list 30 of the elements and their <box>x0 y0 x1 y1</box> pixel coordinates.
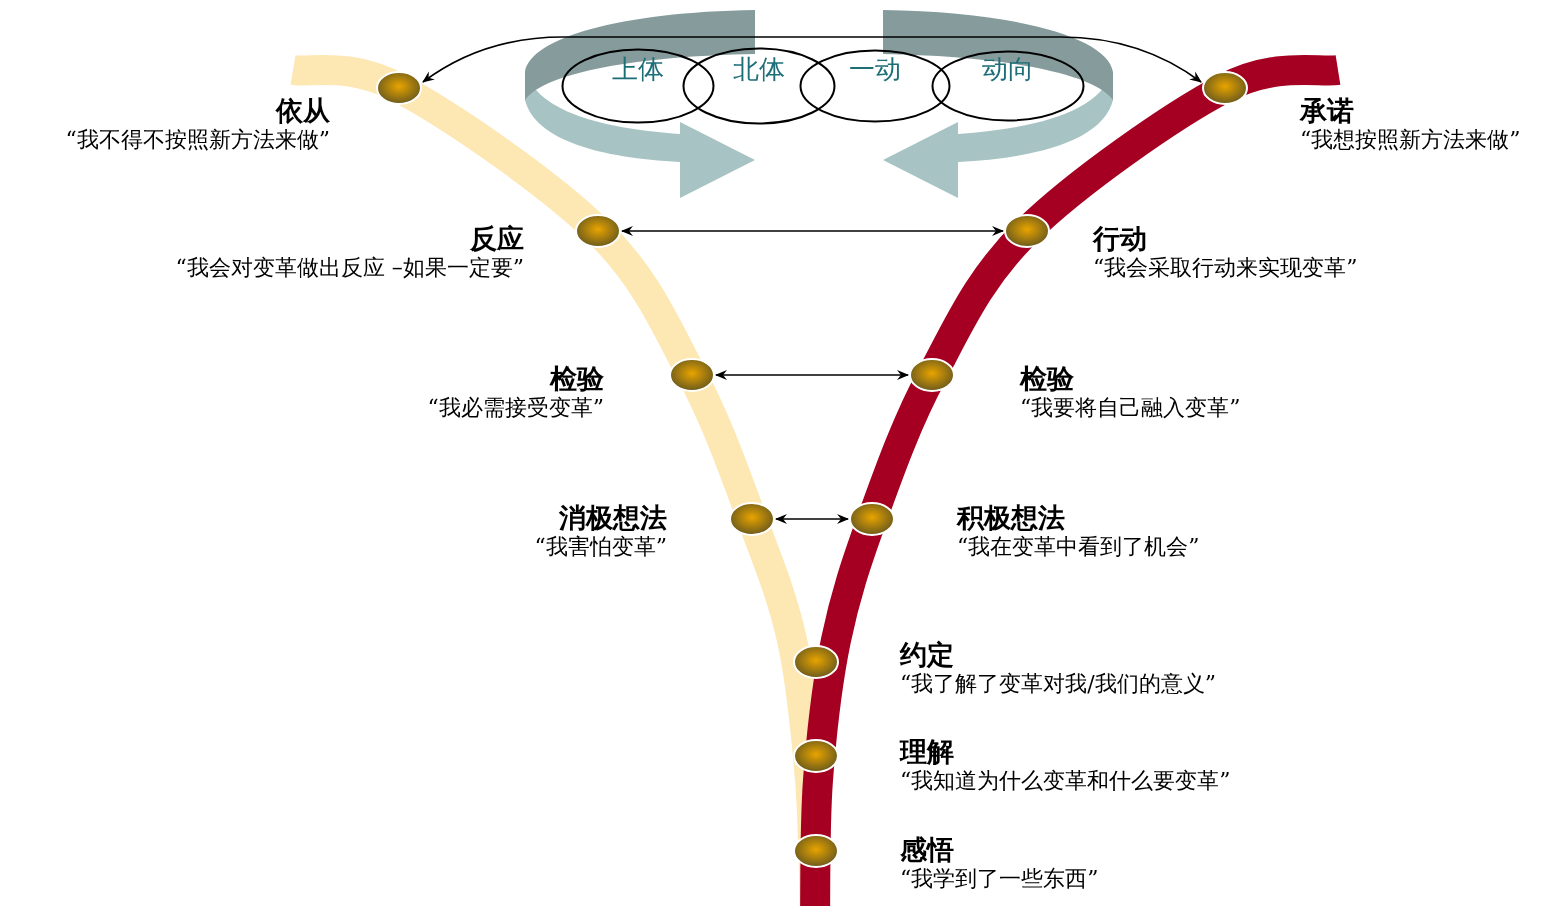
stage-title: 感悟 <box>900 835 954 865</box>
stage-title: 约定 <box>900 640 954 670</box>
stage-quote: “我必需接受变革” <box>427 395 604 421</box>
ellipse-label: 北体 <box>733 55 785 83</box>
ellipse-label: 上体 <box>612 55 664 83</box>
double-arrow <box>715 370 909 380</box>
stage-title: 行动 <box>1093 224 1147 254</box>
stage-quote: “我会采取行动来实现变革” <box>1093 255 1358 281</box>
double-arrow <box>422 36 1202 83</box>
stage-quote: “我在变革中看到了机会” <box>957 534 1200 560</box>
stage-title: 检验 <box>550 364 604 394</box>
stage-title: 依从 <box>276 96 330 126</box>
stage-quote: “我要将自己融入变革” <box>1020 395 1241 421</box>
stage-quote: “我想按照新方法来做” <box>1300 127 1521 153</box>
stage-quote: “我了解了变革对我/我们的意义” <box>900 671 1216 697</box>
stage-title: 理解 <box>900 737 954 767</box>
stage-quote: “我学到了一些东西” <box>900 866 1099 892</box>
stage-quote: “我不得不按照新方法来做” <box>65 127 330 153</box>
stage-title: 反应 <box>470 224 524 254</box>
stage-title: 检验 <box>1020 364 1074 394</box>
double-arrow <box>621 226 1004 236</box>
stage-title: 承诺 <box>1300 96 1354 126</box>
ellipse-label: 动向 <box>982 55 1034 83</box>
stage-quote: “我害怕变革” <box>534 534 667 560</box>
ellipse-label: 一动 <box>849 55 901 83</box>
stage-quote: “我会对变革做出反应 –如果一定要” <box>175 255 524 281</box>
stage-quote: “我知道为什么变革和什么要变革” <box>900 768 1231 794</box>
double-arrow <box>775 514 849 524</box>
stage-title: 消极想法 <box>559 503 667 533</box>
stage-title: 积极想法 <box>957 503 1065 533</box>
